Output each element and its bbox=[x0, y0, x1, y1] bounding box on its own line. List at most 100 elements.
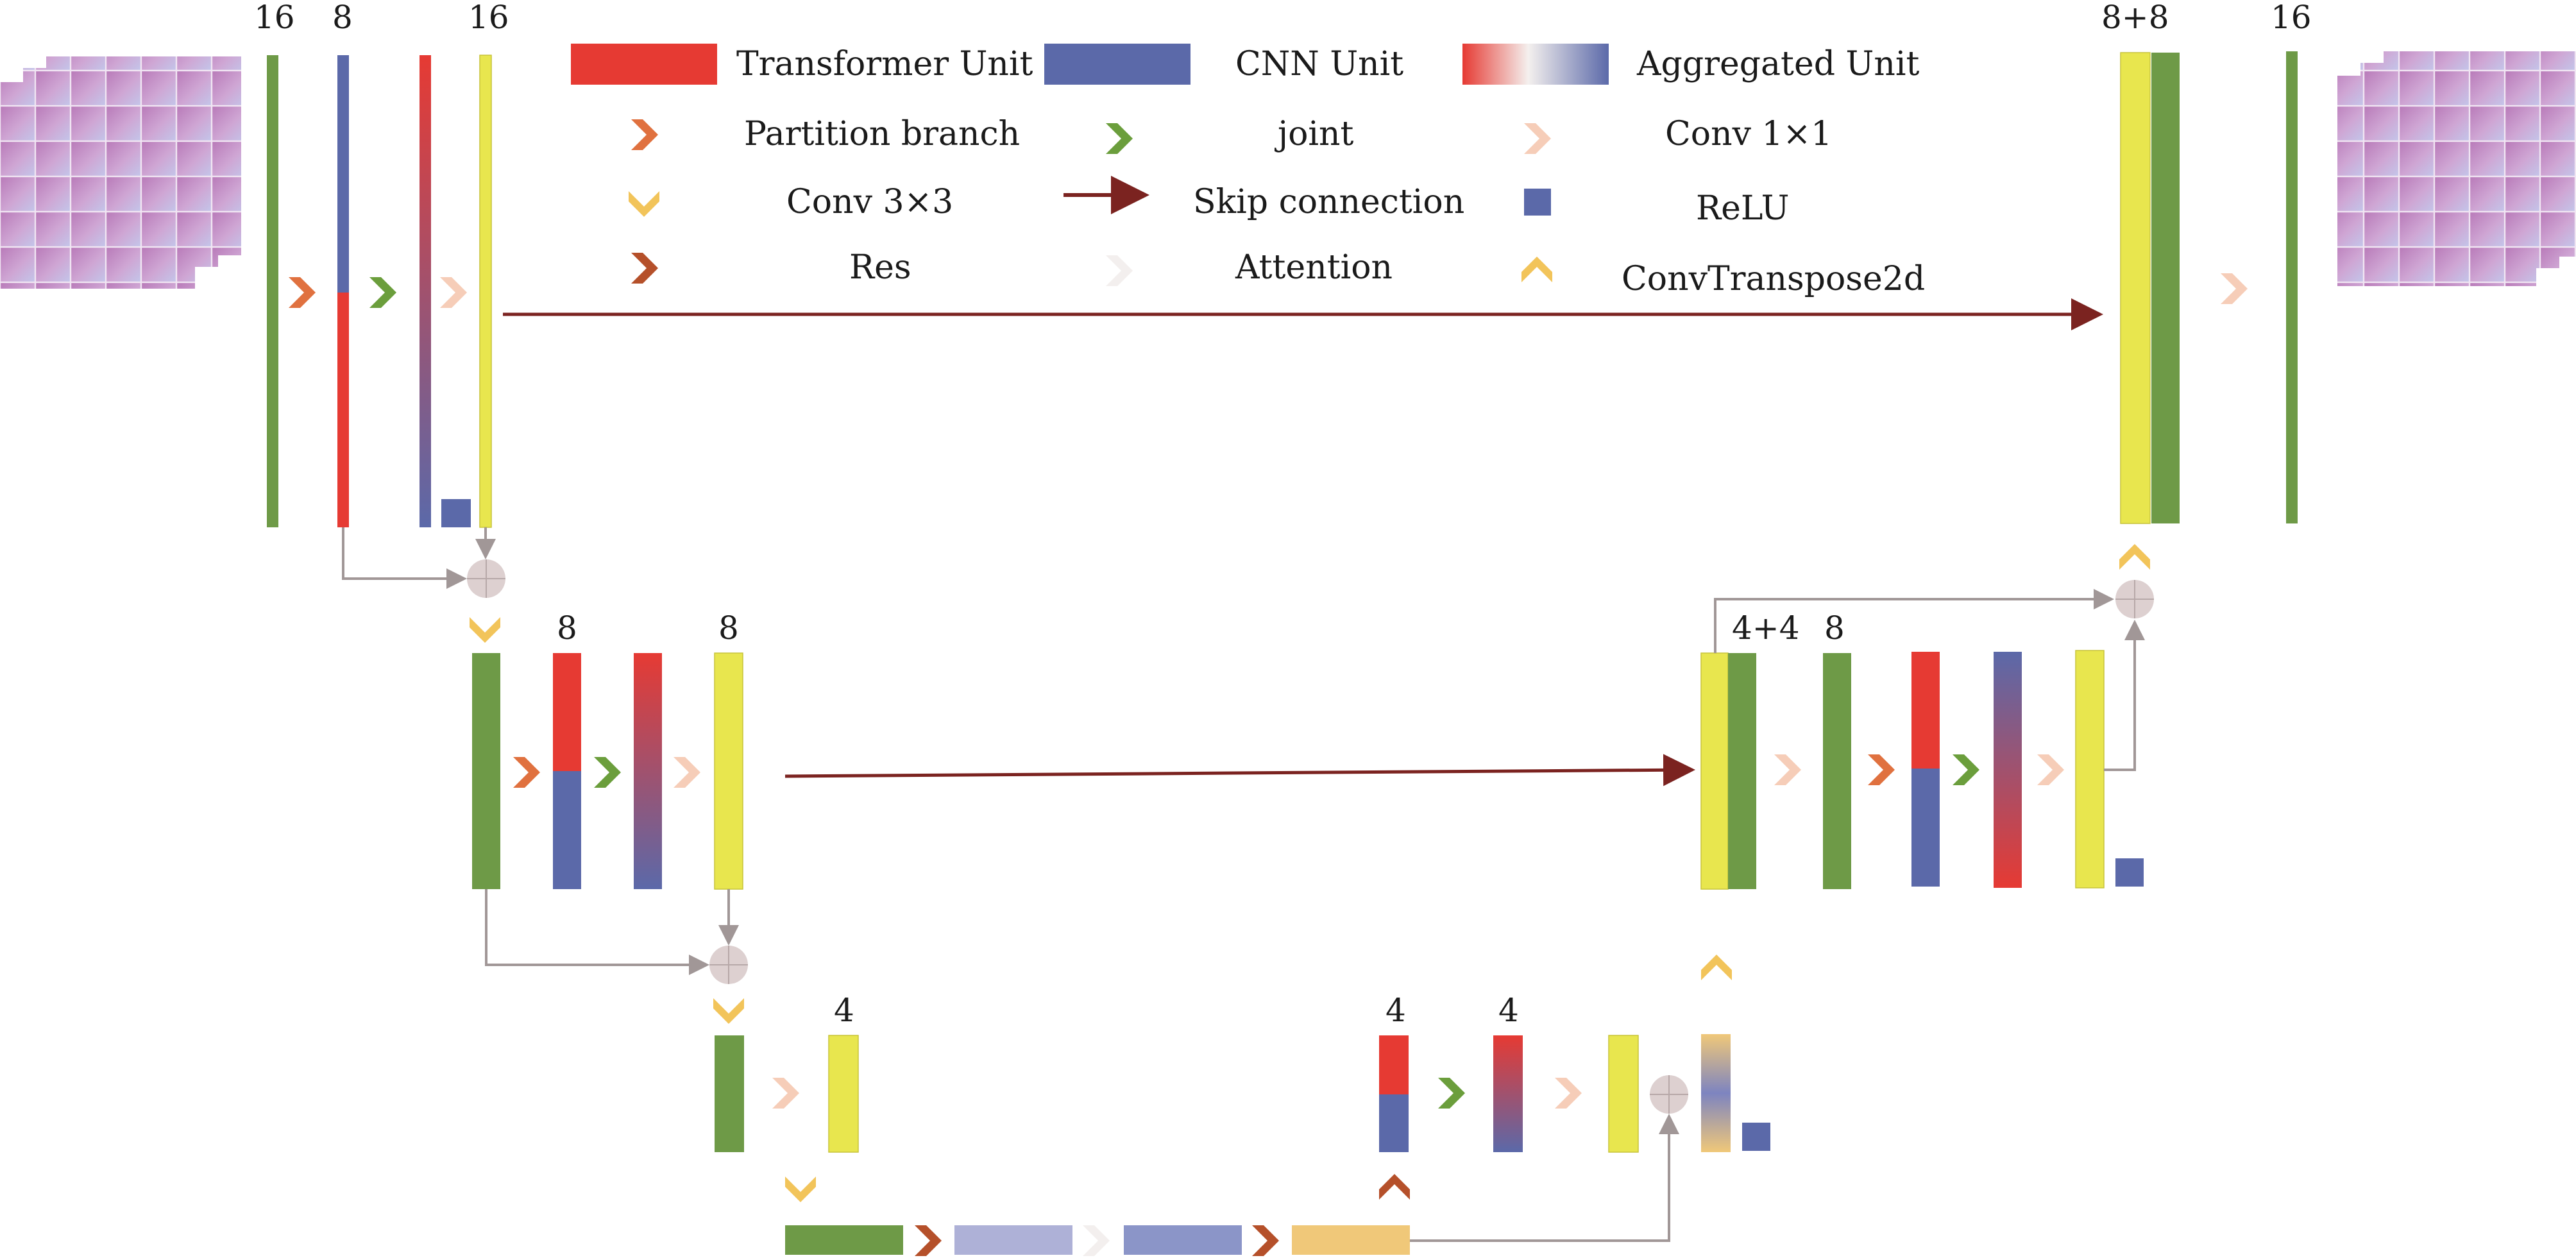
feature-bar-output bbox=[1608, 1035, 1639, 1153]
plus-circle-icon bbox=[2115, 580, 2154, 618]
encoder-level-2: 8 8 bbox=[472, 609, 1695, 1024]
decoder-level-3: 4 4 bbox=[1379, 955, 1770, 1200]
legend-label-attention: Attention bbox=[1235, 248, 1393, 287]
bottleneck-bar-output bbox=[1292, 1225, 1410, 1255]
plus-circle-icon bbox=[467, 559, 505, 598]
feature-bar-skip-input bbox=[1700, 652, 1729, 890]
convtranspose-chevron-up-icon bbox=[2119, 544, 2150, 570]
dim-label-d2-cat: 4+4 bbox=[1732, 609, 1800, 647]
feature-bar-aggregated bbox=[1994, 652, 2022, 888]
legend-swatch-transformer bbox=[571, 44, 717, 85]
feature-bar-upsampled bbox=[2151, 53, 2180, 523]
conv1x1-chevron-icon bbox=[440, 277, 467, 308]
bottleneck-bar-conv bbox=[785, 1225, 903, 1255]
feature-bar-output bbox=[828, 1035, 859, 1153]
conv3x3-chevron-down-icon bbox=[629, 191, 659, 217]
skip-connection-2 bbox=[784, 754, 1695, 786]
conv1x1-chevron-icon bbox=[772, 1078, 799, 1109]
dim-label-e1-out: 16 bbox=[468, 0, 509, 36]
feature-bar-transformer-branch bbox=[337, 293, 349, 527]
feature-bar-conv bbox=[1823, 653, 1851, 889]
relu-square-icon bbox=[2115, 858, 2144, 887]
dim-label-d2-out: 8 bbox=[1824, 609, 1845, 647]
legend-label-joint: joint bbox=[1275, 115, 1354, 153]
feature-bar-output bbox=[2075, 650, 2105, 888]
legend-swatch-aggregated bbox=[1462, 44, 1609, 85]
feature-bar-aggregated bbox=[634, 653, 662, 889]
decoder-level-2: 4+4 8 bbox=[1700, 544, 2154, 890]
joint-chevron-icon bbox=[1438, 1078, 1465, 1109]
legend-label-cnn: CNN Unit bbox=[1235, 45, 1403, 83]
output-image-stack-icon bbox=[2337, 51, 2576, 286]
decoder-level-1: 8+8 16 bbox=[2101, 0, 2312, 524]
legend-label-res: Res bbox=[849, 248, 911, 287]
conv1x1-chevron-icon bbox=[2037, 754, 2064, 785]
partition-chevron-icon bbox=[631, 119, 658, 150]
connector-line bbox=[2104, 620, 2145, 771]
conv1x1-chevron-icon bbox=[1555, 1078, 1582, 1109]
feature-bar-output bbox=[479, 55, 492, 528]
bottleneck-bar-attention-in bbox=[954, 1225, 1072, 1255]
input-image-stack-icon bbox=[0, 56, 241, 289]
feature-bar-conv bbox=[715, 1035, 744, 1152]
dim-label-d1-cat: 8+8 bbox=[2101, 0, 2169, 36]
conv1x1-chevron-icon bbox=[1774, 754, 1801, 785]
connector-line bbox=[485, 889, 709, 975]
connector-line bbox=[342, 527, 467, 589]
legend-label-partition: Partition branch bbox=[744, 115, 1020, 153]
encoder-level-3: 4 bbox=[715, 992, 859, 1202]
feature-bar-upsampled bbox=[1728, 653, 1756, 889]
res-chevron-up-icon bbox=[1379, 1174, 1410, 1200]
conv3x3-chevron-down-icon bbox=[713, 998, 744, 1024]
conv1x1-chevron-icon bbox=[1524, 123, 1551, 154]
feature-bar-conv bbox=[267, 55, 278, 527]
dim-label-b-b: 4 bbox=[1498, 992, 1519, 1029]
dim-label-b-a: 4 bbox=[1385, 992, 1406, 1029]
feature-bar-output bbox=[2286, 51, 2298, 523]
legend-label-conv1: Conv 1×1 bbox=[1665, 115, 1832, 153]
dim-label-e1-in: 16 bbox=[254, 0, 295, 36]
partition-chevron-icon bbox=[1868, 754, 1895, 785]
dim-label-e2-b: 8 bbox=[718, 609, 739, 647]
feature-bar-cnn-branch bbox=[1911, 769, 1940, 887]
partition-chevron-icon bbox=[289, 277, 316, 308]
legend-label-transformer: Transformer Unit bbox=[736, 45, 1033, 83]
convtranspose-chevron-up-icon bbox=[1521, 257, 1552, 282]
feature-bar-transformer-branch bbox=[1911, 652, 1940, 769]
res-chevron-icon bbox=[1252, 1225, 1279, 1256]
convtranspose-chevron-up-icon bbox=[1701, 955, 1732, 980]
legend-swatch-cnn bbox=[1044, 44, 1191, 85]
feature-bar-cnn-branch bbox=[337, 55, 349, 293]
feature-bar-cnn-branch bbox=[1379, 1094, 1409, 1152]
dim-label-e2-a: 8 bbox=[557, 609, 577, 647]
bottleneck-bar-attention-out bbox=[1124, 1225, 1242, 1255]
legend-label-aggregated: Aggregated Unit bbox=[1636, 45, 1919, 83]
joint-chevron-icon bbox=[369, 277, 396, 308]
attention-chevron-icon bbox=[1083, 1225, 1110, 1256]
joint-chevron-icon bbox=[1106, 123, 1133, 154]
relu-square-icon bbox=[1742, 1123, 1770, 1151]
feature-bar-aggregated bbox=[419, 55, 431, 527]
legend-label-skip: Skip connection bbox=[1193, 183, 1464, 221]
feature-bar-transformer-branch bbox=[553, 653, 581, 771]
encoder-level-1: 16 8 16 bbox=[254, 0, 2103, 643]
conv3x3-chevron-down-icon bbox=[785, 1177, 816, 1202]
feature-bar-output bbox=[714, 652, 743, 890]
conv3x3-chevron-down-icon bbox=[470, 617, 500, 643]
plus-circle-icon bbox=[1650, 1075, 1688, 1114]
attention-chevron-icon bbox=[1106, 255, 1133, 286]
legend: Transformer Unit CNN Unit Aggregated Uni… bbox=[571, 44, 1925, 298]
plus-circle-icon bbox=[709, 946, 748, 984]
dim-label-e3: 4 bbox=[834, 992, 854, 1029]
legend-label-relu: ReLU bbox=[1696, 189, 1789, 228]
connector-line bbox=[1714, 589, 2114, 653]
legend-label-convT: ConvTranspose2d bbox=[1622, 260, 1925, 298]
dim-label-e1-split: 8 bbox=[332, 0, 353, 36]
res-chevron-icon bbox=[631, 253, 658, 284]
feature-bar-transformer-branch bbox=[1379, 1035, 1409, 1094]
joint-chevron-icon bbox=[1953, 754, 1979, 785]
conv1x1-chevron-icon bbox=[2221, 273, 2248, 304]
joint-chevron-icon bbox=[594, 757, 621, 788]
feature-bar-cnn-branch bbox=[553, 771, 581, 889]
